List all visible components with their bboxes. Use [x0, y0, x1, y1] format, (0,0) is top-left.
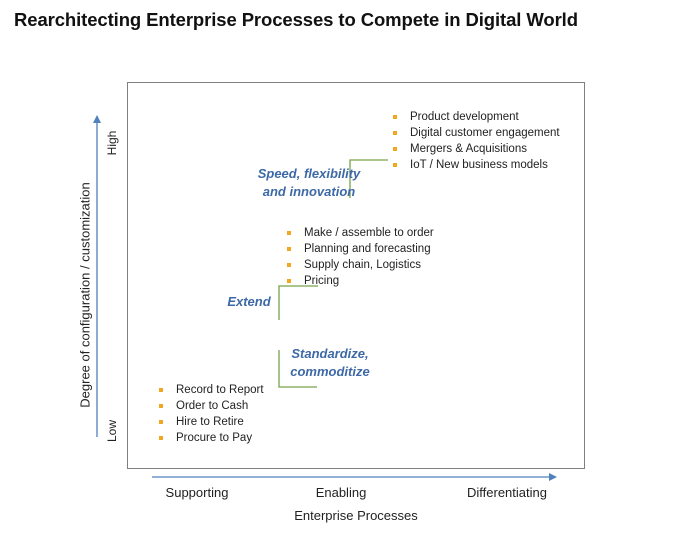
- step-line-standardize: [278, 350, 317, 388]
- list-item: Hire to Retire: [157, 414, 264, 430]
- list-item: Order to Cash: [157, 398, 264, 414]
- x-tick-differentiating: Differentiating: [467, 485, 547, 500]
- list-item: Supply chain, Logistics: [285, 257, 434, 273]
- stage-list-speed: Product development Digital customer eng…: [391, 109, 560, 173]
- list-item: Product development: [391, 109, 560, 125]
- plot-frame: [127, 82, 585, 469]
- list-item: Digital customer engagement: [391, 125, 560, 141]
- x-axis-label: Enterprise Processes: [294, 508, 418, 523]
- x-tick-enabling: Enabling: [315, 485, 367, 500]
- stage-label-standardize: Standardize, commoditize: [290, 346, 370, 379]
- stage-label-extend: Extend: [227, 294, 271, 309]
- list-item: Pricing: [285, 273, 434, 289]
- stage-label-speed: Speed, flexibility and innovation: [257, 166, 361, 199]
- diagram-title: Rearchitecting Enterprise Processes to C…: [14, 9, 578, 30]
- step-line-speed: [349, 159, 388, 198]
- list-item: Mergers & Acquisitions: [391, 141, 560, 157]
- stage-list-standardize: Record to Report Order to Cash Hire to R…: [157, 382, 264, 446]
- x-tick-supporting: Supporting: [165, 485, 229, 500]
- list-item: Planning and forecasting: [285, 241, 434, 257]
- list-item: Procure to Pay: [157, 430, 264, 446]
- stage-list-extend: Make / assemble to order Planning and fo…: [285, 225, 434, 289]
- list-item: Make / assemble to order: [285, 225, 434, 241]
- step-line-extend: [278, 285, 318, 320]
- list-item: IoT / New business models: [391, 157, 560, 173]
- list-item: Record to Report: [157, 382, 264, 398]
